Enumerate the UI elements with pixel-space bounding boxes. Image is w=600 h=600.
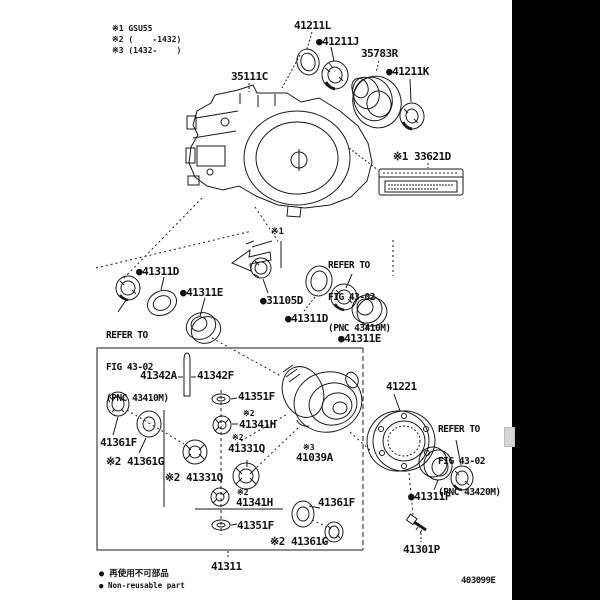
bearing-left-refer-drawing <box>115 275 141 313</box>
pinion-gear-41341H-bottom-drawing <box>195 487 283 510</box>
thrust-washer-41351F-bottom-drawing <box>211 519 238 531</box>
mark3: ※3 <box>303 443 315 452</box>
pinion-shaft-41342-drawing <box>178 352 222 535</box>
refer-right-line2: FIG 43-02 <box>328 291 375 303</box>
part-label-35111C[interactable]: 35111C <box>231 70 268 83</box>
part-label-41361G-left[interactable]: ※2 41361G <box>106 455 164 468</box>
mark2-bottom: ※2 <box>237 488 249 497</box>
figure-code: 403099E <box>461 576 496 586</box>
refer-block-lower: REFER TO FIG 43-02 (PNC 43420M) <box>438 404 501 520</box>
arrow-mark-label: ※1 <box>271 227 284 237</box>
pinion-gear-41341H-top-drawing <box>212 415 238 435</box>
part-label-35783R[interactable]: 35783R <box>361 47 398 60</box>
rotor-35783R-drawing <box>351 60 402 129</box>
refer-left-line1: REFER TO <box>106 330 148 341</box>
washer-41361F-right-drawing <box>291 500 328 528</box>
snap-ring-41361G-right-drawing <box>321 521 344 544</box>
snap-ring-41361F-left-drawing <box>106 391 130 436</box>
thrust-washer-41351F-top-drawing <box>211 393 238 405</box>
part-label-41311E-right[interactable]: ●41311E <box>338 332 381 345</box>
part-label-41211J[interactable]: ●41211J <box>316 35 359 48</box>
part-label-41311D-right[interactable]: ●41311D <box>285 312 328 325</box>
mark2-top: ※2 <box>243 409 255 418</box>
scroll-tab[interactable] <box>504 427 515 447</box>
shim-41361G-left-drawing <box>126 409 185 454</box>
legend-line-en: ● Non-reusable part <box>99 581 185 590</box>
part-label-41221[interactable]: 41221 <box>386 380 417 393</box>
bearing-refer-43420-drawing <box>450 439 474 492</box>
refer-block-right: REFER TO FIG 43-02 (PNC 43410M) <box>328 240 391 356</box>
refer-left-line2: FIG 43-02 <box>106 361 153 373</box>
part-label-41311F[interactable]: ●41311F <box>408 490 451 503</box>
bearing-right-refer-drawing <box>330 273 358 312</box>
part-label-41361G-right[interactable]: ※2 41361G <box>270 535 328 548</box>
seal-41311D-right-drawing <box>303 265 333 312</box>
refer-lower-line2: FIG 43-02 <box>438 455 485 467</box>
kit-box-41311 <box>96 347 364 559</box>
side-gear-41331Q-left-drawing <box>182 439 208 465</box>
part-label-41342A[interactable]: 41342A <box>140 369 177 382</box>
note-line-1: ※1 GSU55 <box>112 24 153 33</box>
transaxle-case-drawing <box>185 83 373 218</box>
seal-41311D-left-drawing <box>146 276 178 317</box>
side-panel-black <box>512 0 600 600</box>
part-label-41351F-top[interactable]: 41351F <box>238 390 275 403</box>
mark2-right: ※2 <box>232 433 244 442</box>
part-label-33621D[interactable]: ※1 33621D <box>393 150 451 163</box>
part-label-41311E-left[interactable]: ●41311E <box>180 286 223 299</box>
note-line-3: ※3 (1432- ) <box>112 46 182 55</box>
part-label-41341H-top[interactable]: 41341H <box>239 418 276 431</box>
magnet-31105D-drawing <box>250 257 272 294</box>
refer-left-line3: (PNC 43410M) <box>106 393 169 404</box>
refer-right-line1: REFER TO <box>328 260 370 271</box>
part-label-41341H-bottom[interactable]: 41341H <box>236 496 273 509</box>
bearing-41211J-drawing <box>321 46 349 91</box>
caution-plate-33621D-drawing <box>348 147 464 196</box>
note-line-2: ※2 ( -1432) <box>112 35 182 44</box>
refer-block-left: REFER TO FIG 43-02 (PNC 43410M) <box>106 310 169 426</box>
differential-case-drawing <box>231 364 373 469</box>
refer-right-line3: (PNC 43410M) <box>328 323 391 334</box>
part-label-41361F-right[interactable]: 41361F <box>318 496 355 509</box>
part-label-41301P[interactable]: 41301P <box>403 543 440 556</box>
side-gear-41331Q-right-drawing <box>232 460 260 490</box>
part-label-41331Q-left[interactable]: ※2 41331Q <box>165 471 223 484</box>
bolt-41301P-drawing <box>405 513 427 542</box>
race-41311E-left-drawing <box>185 297 222 344</box>
part-label-41039A[interactable]: 41039A <box>296 451 333 464</box>
bearing-41311F-drawing <box>418 446 453 491</box>
part-label-41351F-bottom[interactable]: 41351F <box>237 519 274 532</box>
bearing-41211K-drawing <box>399 78 425 131</box>
part-label-41211K[interactable]: ●41211K <box>386 65 429 78</box>
seal-41211L-drawing <box>281 31 320 89</box>
part-label-41311D-left[interactable]: ●41311D <box>136 265 179 278</box>
part-label-41331Q-right[interactable]: 41331Q <box>228 442 265 455</box>
leader-lines <box>95 197 394 377</box>
legend-line-jp: ● 再使用不可部品 <box>99 569 169 579</box>
part-label-31105D[interactable]: ●31105D <box>260 294 303 307</box>
part-label-41342F[interactable]: 41342F <box>197 369 234 382</box>
ring-gear-41221-drawing <box>366 393 436 516</box>
part-label-41311[interactable]: 41311 <box>211 560 242 573</box>
refer-lower-line1: REFER TO <box>438 424 480 435</box>
race-41311E-right-drawing <box>351 294 388 332</box>
part-label-41211L[interactable]: 41211L <box>294 19 331 32</box>
refer-lower-line3: (PNC 43420M) <box>438 487 501 498</box>
direction-arrow-drawing <box>230 240 282 272</box>
part-label-41361F-left[interactable]: 41361F <box>100 436 137 449</box>
